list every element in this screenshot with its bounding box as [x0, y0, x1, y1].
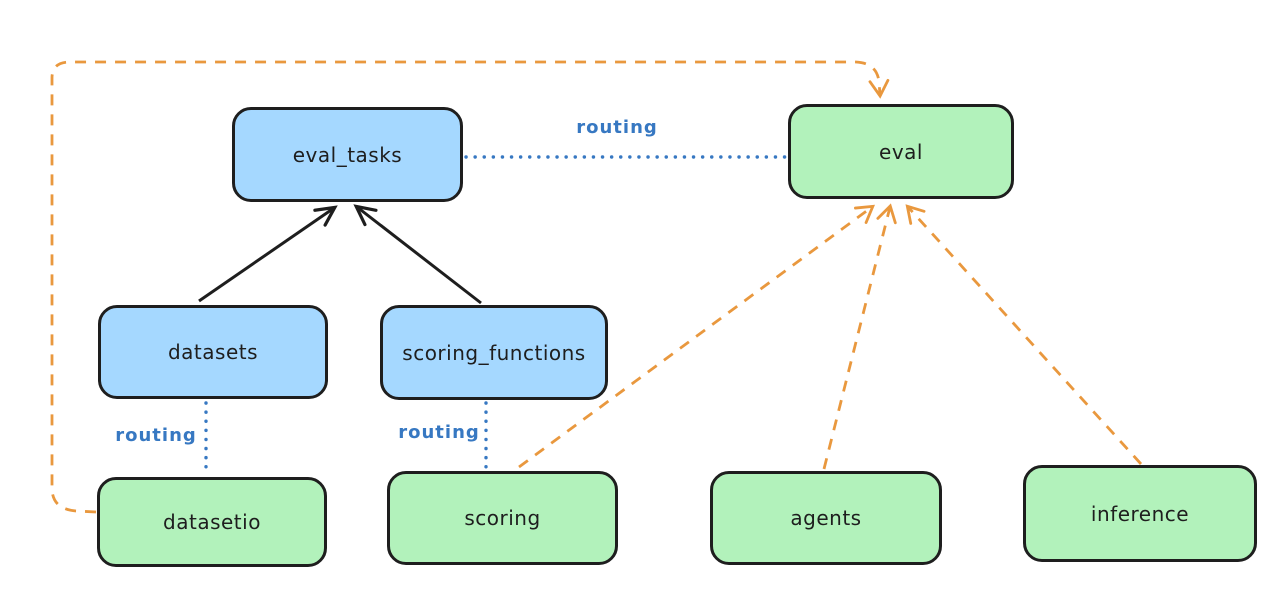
edge-inference-to-eval	[905, 204, 1143, 465]
node-scoring: scoring	[387, 471, 618, 565]
edge-scoring-to-eval	[518, 204, 875, 469]
node-scoring-functions: scoring_functions	[380, 305, 608, 400]
node-label: agents	[790, 506, 862, 530]
edge-label-routing-eval-tasks-eval: routing	[576, 117, 658, 138]
node-eval: eval	[788, 104, 1014, 199]
edge-label-routing-datasets-datasetio: routing	[115, 425, 197, 446]
node-label: scoring_functions	[402, 340, 586, 365]
node-agents: agents	[710, 471, 942, 565]
node-datasets: datasets	[98, 305, 328, 399]
node-label: inference	[1090, 501, 1190, 526]
node-label: datasets	[167, 340, 259, 364]
node-inference: inference	[1023, 465, 1257, 562]
edge-label-routing-scoring-functions-scoring: routing	[398, 422, 480, 443]
node-label: eval_tasks	[292, 142, 403, 167]
edge-datasets-to-eval-tasks	[198, 205, 338, 303]
edge-scoring-functions-to-eval-tasks	[353, 204, 482, 305]
edge-datasetio-to-eval	[50, 60, 890, 514]
node-label: eval	[879, 139, 923, 164]
edge-agents-to-eval	[822, 203, 897, 470]
node-label: datasetio	[163, 510, 261, 534]
node-datasetio: datasetio	[97, 477, 327, 567]
node-eval-tasks: eval_tasks	[232, 107, 463, 202]
node-label: scoring	[464, 506, 541, 530]
